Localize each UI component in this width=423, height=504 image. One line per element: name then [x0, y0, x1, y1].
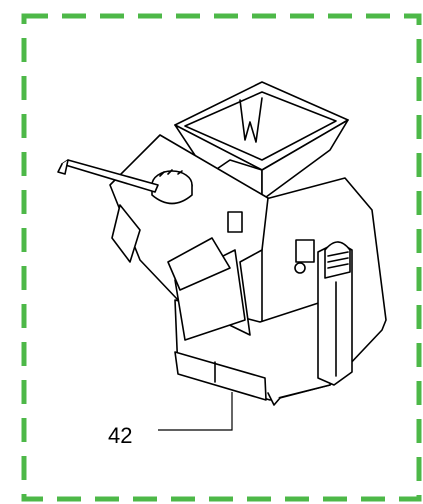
side-switch — [227, 211, 243, 233]
callout-leader-line — [158, 392, 233, 431]
hopper-inner — [184, 91, 337, 161]
callout-label-42: 42 — [108, 423, 132, 448]
cover-plate — [167, 237, 231, 291]
hopper-right-side — [261, 119, 349, 201]
base-front-face — [174, 351, 267, 401]
dashed-frame — [21, 13, 422, 502]
brew-unit-illustration — [57, 81, 387, 406]
lever-rod — [61, 159, 159, 193]
